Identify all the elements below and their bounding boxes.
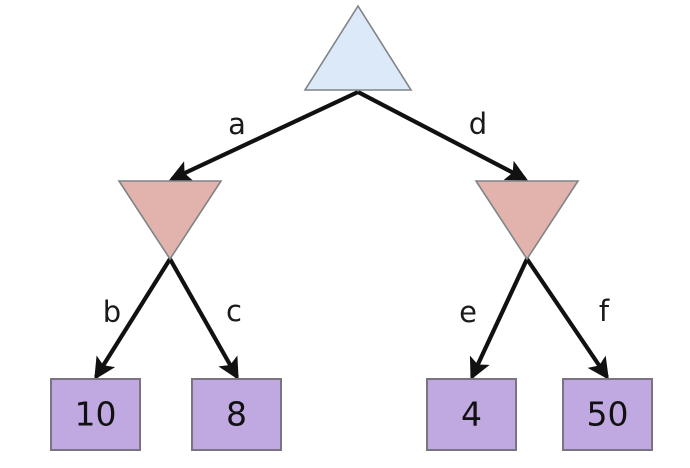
leaf-value-label: 10	[75, 395, 117, 434]
max-node-root[interactable]	[303, 4, 413, 91]
edge-group	[94, 90, 609, 381]
edge-a-line	[168, 90, 359, 182]
leaf-value-label: 4	[461, 395, 482, 434]
leaf-node-4[interactable]: 4	[426, 378, 517, 451]
edge-b-line	[94, 257, 172, 380]
edge-label-d: d	[469, 107, 487, 141]
edge-e-line	[469, 258, 529, 381]
leaf-node-10[interactable]: 10	[50, 378, 141, 451]
edge-f-line	[525, 257, 609, 380]
min-node-right[interactable]	[474, 180, 580, 261]
min-node-left[interactable]	[117, 180, 223, 261]
leaf-node-50[interactable]: 50	[562, 378, 653, 451]
leaf-node-8[interactable]: 8	[191, 378, 282, 451]
edge-label-e: e	[459, 295, 477, 329]
edge-label-a: a	[228, 107, 246, 141]
edge-label-b: b	[103, 295, 121, 329]
leaf-value-label: 50	[587, 395, 629, 434]
edge-label-c: c	[226, 294, 242, 328]
edge-label-f: f	[599, 294, 610, 328]
leaf-value-label: 8	[226, 395, 247, 434]
edge-d-line	[357, 90, 528, 181]
edge-c-line	[168, 257, 239, 380]
